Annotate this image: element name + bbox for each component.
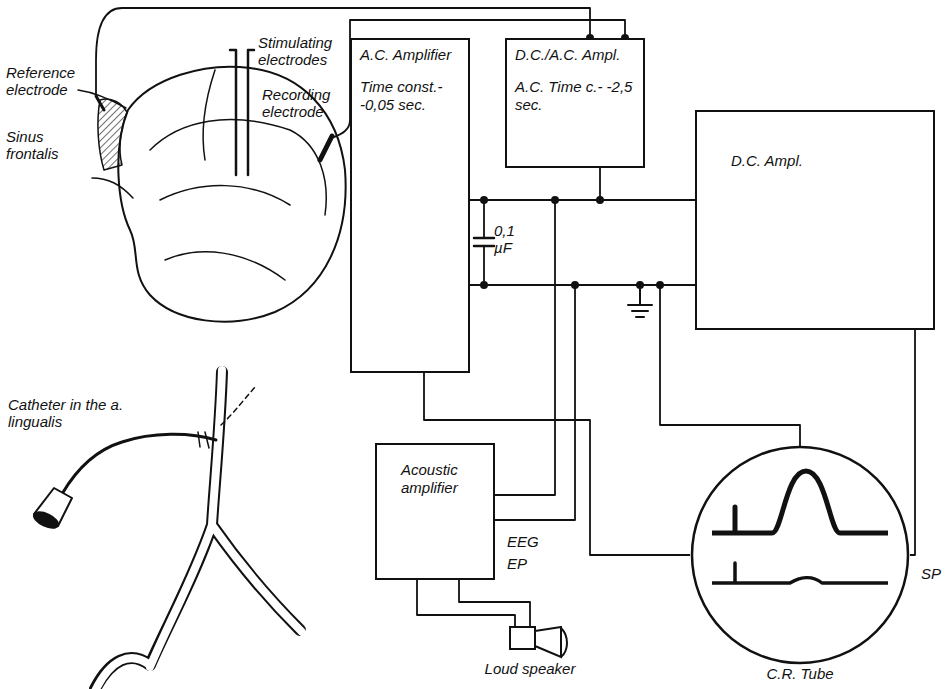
amplifier-box: A.C. AmplifierTime const.- -0,05 sec. xyxy=(350,38,470,373)
signal-name: SP xyxy=(919,565,943,582)
ground-symbol xyxy=(628,285,652,317)
brain-sulcus xyxy=(160,186,290,205)
speaker-rim xyxy=(561,628,567,657)
speaker-cone xyxy=(535,627,561,657)
recording-electrode xyxy=(320,136,332,160)
part-label: Reference electrode xyxy=(6,64,88,99)
node-title: C.R. Tube xyxy=(690,665,910,683)
loudspeaker-symbol: Loud speaker xyxy=(475,626,585,678)
artery-wall xyxy=(95,372,300,689)
brain-sulcus xyxy=(150,120,326,215)
catheter-tie xyxy=(198,432,209,448)
skull-line xyxy=(92,178,133,198)
catheter-opening xyxy=(32,509,61,531)
wire xyxy=(417,580,515,626)
capacitor-wire xyxy=(483,200,485,285)
node-note: A.C. Time c.- -2,5 sec. xyxy=(515,78,635,114)
stimulating-electrode xyxy=(230,50,236,175)
wire xyxy=(600,168,695,200)
artery-lumen xyxy=(95,370,302,689)
amplifier-box: D.C. Ampl. xyxy=(695,110,935,330)
node-note: Time const.- -0,05 sec. xyxy=(360,78,460,114)
node-title: D.C. Ampl. xyxy=(731,152,925,170)
trace-eeg xyxy=(712,471,888,533)
artery xyxy=(95,370,302,689)
wire xyxy=(459,580,530,626)
component-value: 0,1 µF xyxy=(494,222,530,257)
signal-name: EP xyxy=(505,555,529,572)
node-title: D.C./A.C. Ampl. xyxy=(515,46,635,64)
wire xyxy=(910,330,915,555)
capacitor-plate xyxy=(474,238,494,246)
node-title: Loud speaker xyxy=(475,660,585,678)
crt-screen xyxy=(690,445,910,665)
signal-name: EEG xyxy=(505,533,541,550)
brain-sulcus xyxy=(203,70,215,160)
crt-symbol: C.R. Tube xyxy=(690,445,910,683)
node-title: Acoustic amplifier xyxy=(401,461,485,497)
brain-outline xyxy=(118,67,345,322)
artery-branch xyxy=(221,386,256,425)
crt-outline xyxy=(692,447,908,663)
speaker-magnet xyxy=(510,627,535,649)
trace-sp xyxy=(712,563,888,583)
amplifier-box: D.C./A.C. Ampl. A.C. Time c.- -2,5 sec. xyxy=(505,38,645,168)
catheter-tube xyxy=(62,434,216,494)
part-label: Stimulating electrodes xyxy=(258,34,348,69)
reference-electrode xyxy=(96,96,104,110)
part-label: Sinus frontalis xyxy=(6,128,88,163)
brain-sulcus xyxy=(165,252,285,280)
amplifier-box: Acoustic amplifier xyxy=(375,443,495,580)
stimulating-electrode xyxy=(248,50,254,175)
node-title: A.C. Amplifier xyxy=(360,46,460,64)
part-label: Catheter in the a. lingualis xyxy=(8,396,133,431)
loudspeaker-icon xyxy=(475,626,585,660)
part-label: Recording electrode xyxy=(262,86,342,121)
